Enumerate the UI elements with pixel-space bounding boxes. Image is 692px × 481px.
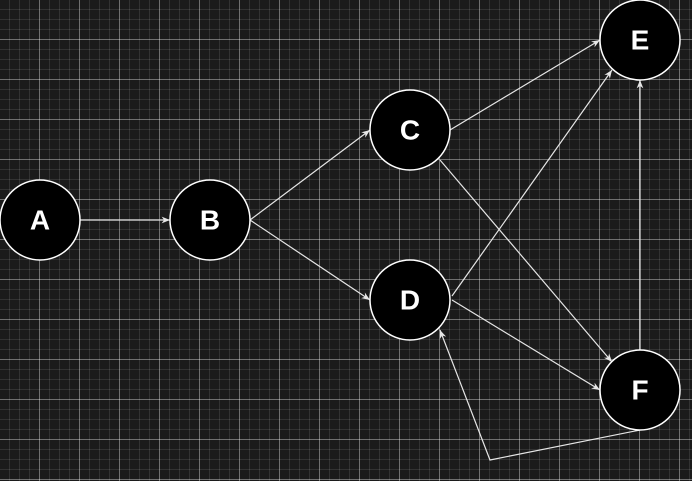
node-d-label: D [400,285,420,316]
node-e[interactable]: E [599,0,681,81]
edge-d-f [451,299,601,391]
node-c[interactable]: C [369,89,451,171]
node-f-label: F [631,375,648,406]
node-c-label: C [400,115,420,146]
node-a[interactable]: A [0,179,81,261]
edge-c-f [439,159,613,363]
edge-c-e [449,39,601,131]
node-e-label: E [631,25,650,56]
node-d[interactable]: D [369,259,451,341]
edge-f-d [439,329,641,461]
node-b-label: B [200,205,220,236]
edge-b-c [249,129,371,221]
node-b[interactable]: B [169,179,251,261]
edge-b-d [249,219,371,301]
node-a-label: A [30,205,50,236]
node-f[interactable]: F [599,349,681,431]
edge-d-e [451,69,613,297]
